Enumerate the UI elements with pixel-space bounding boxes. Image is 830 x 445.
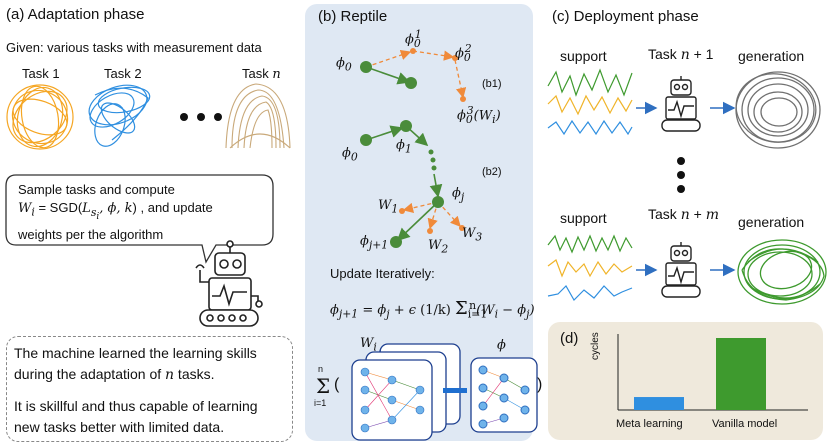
robot-icon-row1	[661, 76, 701, 132]
label-phi-net: ϕ	[497, 338, 506, 353]
label-phi0-b1: ϕ0	[336, 56, 352, 74]
ellipsis-dot	[180, 113, 188, 121]
chart-ylabel: cycles	[590, 332, 601, 360]
bubble-line-3: weights per the algorithm	[18, 226, 164, 242]
network-phi	[470, 357, 538, 433]
summary-line-4: new tasks better with limited data.	[14, 419, 225, 435]
summary-text: The machine learned the learning skills …	[14, 343, 289, 438]
support-label-2: support	[560, 210, 607, 226]
task-n-attractor	[225, 83, 291, 149]
panel-d-title: (d)	[560, 330, 579, 347]
generation-label-1: generation	[738, 48, 805, 64]
bubble-line-2: Wi = SGD(Lsi, ϕ, k) , and update	[18, 200, 213, 222]
robot-icon	[195, 240, 263, 327]
label-w3: W3	[462, 226, 483, 244]
task-1-attractor	[6, 84, 74, 150]
support-signals-row2	[547, 234, 633, 301]
cycles-bar-chart	[617, 334, 808, 411]
chart-xtick-0: Meta learning	[616, 418, 683, 430]
ellipsis-dot	[197, 113, 205, 121]
chart-xtick-1: Vanilla model	[712, 418, 778, 430]
robot-icon-row2	[661, 242, 701, 298]
label-phi0-b2: ϕ0	[342, 146, 358, 164]
vertical-ellipsis-dot	[677, 157, 685, 165]
sum-sign: Σ	[316, 374, 331, 398]
label-w1: W1	[378, 198, 399, 216]
label-wi-net: Wi	[360, 336, 377, 354]
update-formula: ϕj+1 = ϕj + ϵ (1/k) Σi=1n(Wi − ϕj)	[330, 298, 535, 321]
support-label-1: support	[560, 48, 607, 64]
summary-line-1: The machine learned the learning skills	[14, 345, 257, 361]
task-n-label: Task n	[242, 66, 281, 82]
panel-b-title: (b) Reptile	[318, 8, 388, 25]
label-b1: (b1)	[482, 78, 502, 90]
task-2-attractor	[88, 84, 151, 147]
bubble-line-1: Sample tasks and compute	[18, 182, 175, 197]
vertical-ellipsis-dot	[677, 185, 685, 193]
ellipsis-dot	[214, 113, 222, 121]
support-signals-row1	[547, 68, 633, 136]
generation-attractor-gray	[735, 71, 821, 149]
label-w2: W2	[428, 238, 449, 256]
vertical-ellipsis-dot	[677, 171, 685, 179]
bar-meta-learning	[634, 397, 684, 410]
task-n1-label: Task n + 1	[648, 46, 714, 63]
sum-top: n	[318, 364, 324, 374]
task-2-label: Task 2	[104, 66, 142, 81]
bubble-text: Sample tasks and compute Wi = SGD(Lsi, ϕ…	[18, 181, 268, 244]
summary-line-2: during the adaptation of n tasks.	[14, 366, 215, 383]
close-paren: )	[537, 376, 543, 393]
sum-index: i=1	[314, 398, 327, 408]
generation-label-2: generation	[738, 214, 805, 230]
label-phi0-3: ϕ03(Wi)	[457, 104, 501, 126]
label-phi0-2: ϕ02	[455, 42, 472, 64]
reptile-b2	[360, 120, 465, 248]
open-paren: (	[334, 376, 340, 393]
network-icon-stack	[351, 343, 461, 441]
panel-c-title: (c) Deployment phase	[552, 8, 699, 25]
generation-attractor-green	[737, 239, 827, 305]
bar-chart-panel-background	[548, 322, 823, 440]
update-title: Update Iteratively:	[330, 266, 435, 281]
summary-line-3: It is skillful and thus capable of learn…	[14, 398, 258, 414]
label-phij: ϕj	[452, 186, 465, 204]
bar-vanilla-model	[716, 338, 766, 410]
label-phij1: ϕj+1	[360, 234, 389, 252]
network-wi	[360, 367, 425, 433]
summary-box	[6, 336, 293, 442]
label-phi1: ϕ1	[396, 138, 412, 156]
minus-sign	[443, 388, 467, 393]
reptile-b1	[360, 48, 467, 102]
task-nm-label: Task n + m	[648, 206, 719, 223]
speech-bubble	[5, 174, 274, 264]
label-phi0-1: ϕ01	[405, 28, 422, 50]
given-text: Given: various tasks with measurement da…	[6, 40, 262, 55]
label-b2: (b2)	[482, 166, 502, 178]
panel-a-title: (a) Adaptation phase	[6, 6, 145, 23]
task-1-label: Task 1	[22, 66, 60, 81]
